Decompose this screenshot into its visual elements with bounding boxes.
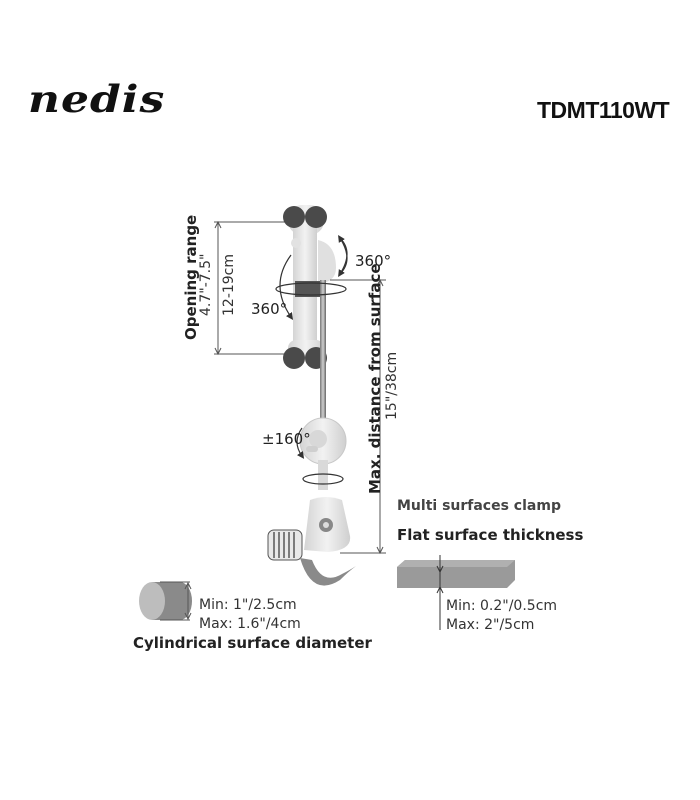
flat-surface-min: Min: 0.2"/0.5cm <box>446 598 558 614</box>
max-distance-value: 15"/38cm <box>384 351 400 420</box>
rotation-front-label: 360° <box>251 300 288 318</box>
opening-range-dimension <box>214 220 285 356</box>
bottom-left-knob <box>283 347 305 369</box>
cylinder-max: Max: 1.6"/4cm <box>199 616 301 632</box>
phone-holder <box>283 205 336 369</box>
multi-surface-clamp <box>267 497 356 586</box>
top-left-knob <box>283 206 305 228</box>
rotation-back-label: 360° <box>355 252 392 270</box>
flat-block-diagram <box>397 555 515 630</box>
max-distance-dimension <box>330 278 386 555</box>
opening-range-cm: 12-19cm <box>221 253 237 316</box>
tilt-angle-label: ±160° <box>262 430 311 448</box>
ball-joint <box>299 417 347 490</box>
brand-logo: nedis <box>28 78 166 122</box>
model-number: TDMT110WT <box>537 97 670 123</box>
extension-rod <box>320 280 326 422</box>
clamp-title: Multi surfaces clamp <box>397 498 561 514</box>
max-distance-title: Max. distance from surface <box>366 263 384 494</box>
cylinder-diagram <box>139 581 192 621</box>
flat-surface-title: Flat surface thickness <box>397 526 584 544</box>
cylinder-min: Min: 1"/2.5cm <box>199 597 297 613</box>
opening-range-inch: 4.7"-7.5" <box>198 253 214 316</box>
top-right-knob <box>305 206 327 228</box>
flat-surface-max: Max: 2"/5cm <box>446 617 535 633</box>
cylindrical-surface-title: Cylindrical surface diameter <box>133 634 372 652</box>
